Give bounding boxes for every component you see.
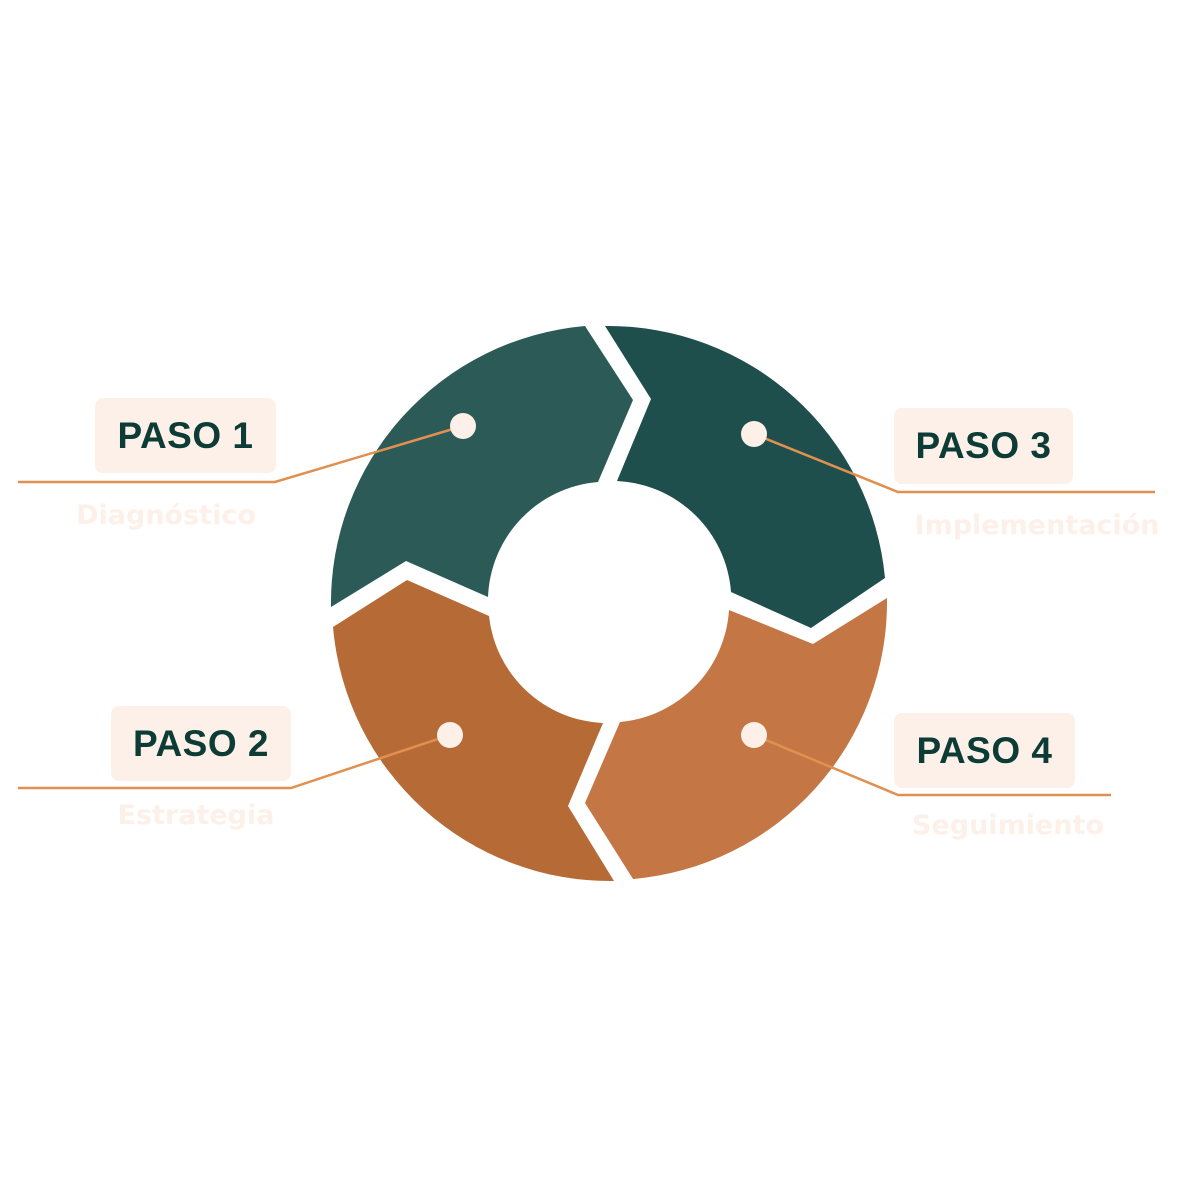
step-4-subtitle: Seguimiento	[912, 810, 1104, 841]
marker-dot-step-3	[741, 421, 767, 447]
segment-step-2	[333, 580, 614, 882]
step-1-label: PASO 1	[95, 398, 276, 473]
connector-step-1	[18, 424, 464, 484]
marker-dot-step-4	[741, 722, 767, 748]
step-2-label: PASO 2	[111, 706, 291, 781]
segment-step-1	[330, 326, 633, 607]
connector-step-2	[18, 733, 451, 790]
step-3-label: PASO 3	[894, 408, 1073, 484]
segment-step-4	[585, 598, 888, 879]
step-2-subtitle: Estrategia	[117, 800, 275, 831]
connector-step-4	[753, 733, 1111, 797]
connector-step-3	[753, 432, 1155, 494]
segment-step-3	[605, 325, 885, 628]
step-1-subtitle: Diagnóstico	[76, 500, 256, 531]
marker-dot-step-2	[437, 722, 463, 748]
step-4-label: PASO 4	[894, 713, 1075, 788]
marker-dot-step-1	[450, 413, 476, 439]
step-3-subtitle: Implementación	[914, 510, 1160, 541]
